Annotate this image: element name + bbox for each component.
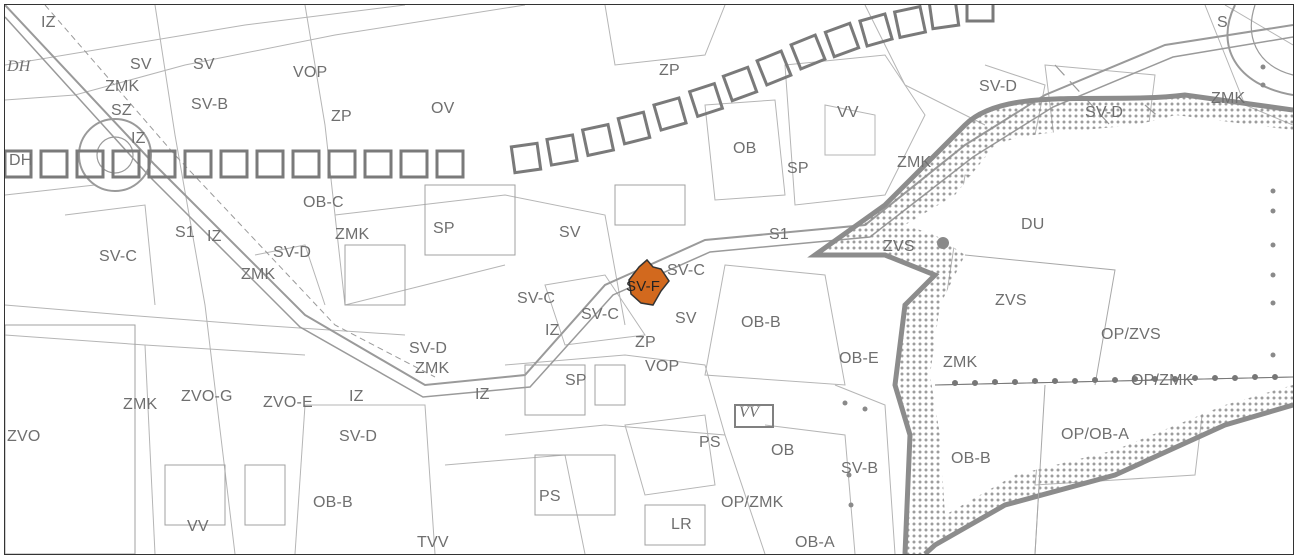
zone-label-zmk-6: ZMK xyxy=(415,360,450,377)
zone-label-iz-6: IZ xyxy=(475,386,490,403)
zone-label-iz-3: IZ xyxy=(207,228,222,245)
zone-label-op-ob-a-1: OP/OB-A xyxy=(1061,426,1130,443)
zone-label-ob-e-1: OB-E xyxy=(839,350,879,367)
zone-label-op-zvs-1: OP/ZVS xyxy=(1101,326,1161,343)
map-canvas[interactable] xyxy=(5,5,1293,554)
zone-label-sv-c-4: SV-C xyxy=(581,306,620,323)
zone-label-ob-b-1: OB-B xyxy=(741,314,781,331)
protected-zone-border xyxy=(807,92,1293,554)
zone-label-ov-1: OV xyxy=(431,100,455,117)
zone-label-sv-d-5: SV-D xyxy=(339,428,378,445)
zone-label-vv-3: VV xyxy=(187,518,209,535)
zone-label-du-1: DU xyxy=(1021,216,1045,233)
zone-label-ob-b-2: OB-B xyxy=(951,450,991,467)
zone-label-ob-c-1: OB-C xyxy=(303,194,344,211)
zone-label-ob-a-1: OB-A xyxy=(795,534,835,551)
zone-label-zmk-3: ZMK xyxy=(1211,90,1246,107)
zone-label-ob-2: OB xyxy=(771,442,795,459)
zone-label-ps-1: PS xyxy=(699,434,721,451)
zone-label-zmk-5: ZMK xyxy=(241,266,276,283)
zone-label-lr-1: LR xyxy=(671,516,692,533)
zone-label-vv-2: VV xyxy=(739,404,759,421)
zone-label-dh-1: DH xyxy=(7,58,31,75)
zone-label-op-zmk-1: OP/ZMK xyxy=(1131,372,1194,389)
zone-label-zvo-g-1: ZVO-G xyxy=(181,388,233,405)
zone-label-tvv-1: TVV xyxy=(417,534,449,551)
zone-label-sv-d-4: SV-D xyxy=(409,340,448,357)
zone-label-zvs-2: ZVS xyxy=(995,292,1027,309)
zone-label-sp-2: SP xyxy=(433,220,455,237)
site-marker xyxy=(937,237,949,249)
map-frame[interactable]: IZ DH SV SV VOP ZMK SZ SV-B ZP OV ZP IZ … xyxy=(4,4,1294,555)
zone-label-sv-c-3: SV-C xyxy=(517,290,556,307)
zone-label-sp-1: SP xyxy=(787,160,809,177)
zone-label-zmk-8: ZMK xyxy=(123,396,158,413)
zone-label-op-zmk-2: OP/ZMK xyxy=(721,494,784,511)
zone-label-zmk-7: ZMK xyxy=(943,354,978,371)
zone-label-vop-1: VOP xyxy=(293,64,328,81)
zone-label-ob-b-3: OB-B xyxy=(313,494,353,511)
zone-label-sv-4: SV xyxy=(675,310,697,327)
zone-label-zvo-1: ZVO xyxy=(7,428,41,445)
zone-label-iz-2: IZ xyxy=(131,130,146,147)
tree-row xyxy=(934,374,1293,386)
zone-label-vop-2: VOP xyxy=(645,358,680,375)
zone-label-sv-2: SV xyxy=(193,56,215,73)
zone-label-zvs-1: ZVS xyxy=(883,238,915,255)
zone-label-vv-1: VV xyxy=(837,104,859,121)
zone-label-sp-3: SP xyxy=(565,372,587,389)
zone-label-iz-1: IZ xyxy=(41,14,56,31)
zone-label-zmk-4: ZMK xyxy=(335,226,370,243)
protected-zone-inner xyxy=(905,115,1293,515)
zone-label-sv-c-1: SV-C xyxy=(99,248,138,265)
zone-label-sv-b-1: SV-B xyxy=(191,96,229,113)
zone-label-iz-4: IZ xyxy=(545,322,560,339)
zone-label-zp-1: ZP xyxy=(659,62,680,79)
highlighted-parcel-sv-f[interactable] xyxy=(628,258,670,306)
zone-label-zp-3: ZP xyxy=(635,334,656,351)
zone-label-sz-1: SZ xyxy=(111,102,132,119)
zone-label-iz-5: IZ xyxy=(349,388,364,405)
zone-label-sv-d-3: SV-D xyxy=(273,244,312,261)
zone-label-zmk-2: ZMK xyxy=(897,154,932,171)
zone-label-s-1: S xyxy=(1217,14,1228,31)
zone-label-zmk-1: ZMK xyxy=(105,78,140,95)
zone-label-sv-d-1: SV-D xyxy=(979,78,1018,95)
zone-label-sv-3: SV xyxy=(559,224,581,241)
zone-label-sv-c-2: SV-C xyxy=(667,262,706,279)
zone-label-s1-2: S1 xyxy=(769,226,789,243)
zone-label-s1-1: S1 xyxy=(175,224,195,241)
tree-dots xyxy=(842,64,1276,508)
zone-label-ps-2: PS xyxy=(539,488,561,505)
zone-label-sv-f-1[interactable]: SV-F xyxy=(626,278,661,295)
zone-label-sv-b-2: SV-B xyxy=(841,460,879,477)
zone-label-zp-2: ZP xyxy=(331,108,352,125)
zone-label-sv-1: SV xyxy=(130,56,152,73)
zone-label-ob-1: OB xyxy=(733,140,757,157)
zone-label-dh-2: DH xyxy=(9,152,33,169)
zone-label-sv-d-2: SV-D xyxy=(1085,104,1124,121)
zone-label-zvo-e-1: ZVO-E xyxy=(263,394,313,411)
corridor-boxes xyxy=(5,5,995,179)
